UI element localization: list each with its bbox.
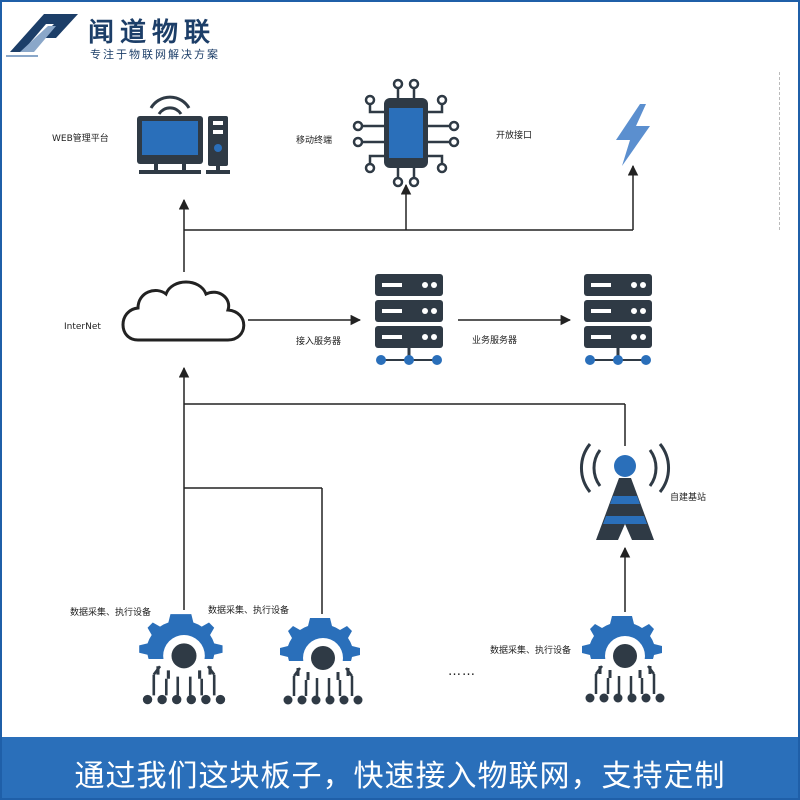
computer-icon (137, 95, 230, 174)
server-icon (584, 274, 652, 366)
logo-icon (6, 14, 78, 57)
label-internet: InterNet (64, 322, 101, 332)
cloud-icon (121, 280, 246, 342)
dashed-divider (779, 72, 780, 230)
label-access-server: 接入服务器 (296, 337, 342, 347)
antenna-tower-icon (580, 443, 670, 540)
label-business-server: 业务服务器 (472, 336, 518, 346)
phone-chip-icon (352, 78, 460, 188)
bottom-banner: 通过我们这块板子，快速接入物联网，支持定制 (2, 737, 798, 798)
banner-text: 通过我们这块板子，快速接入物联网，支持定制 (74, 759, 726, 794)
label-device-1: 数据采集、执行设备 (70, 608, 152, 618)
connection-lines (178, 164, 639, 614)
gear-chip-icon (580, 614, 666, 704)
brand-tagline: 专注于物联网解决方案 (90, 48, 220, 61)
gear-chip-icon (278, 616, 364, 706)
label-device-3: 数据采集、执行设备 (490, 646, 572, 656)
label-open-api: 开放接口 (496, 131, 533, 141)
gear-chip-icon (137, 612, 227, 706)
server-icon (375, 274, 443, 366)
ellipsis: …… (448, 664, 476, 679)
lightning-icon (616, 104, 650, 166)
label-base-station: 自建基站 (670, 493, 707, 503)
brand-name: 闻道物联 (88, 18, 217, 48)
label-device-2: 数据采集、执行设备 (208, 606, 290, 616)
label-mobile: 移动终端 (296, 136, 333, 146)
label-web: WEB管理平台 (52, 134, 109, 144)
